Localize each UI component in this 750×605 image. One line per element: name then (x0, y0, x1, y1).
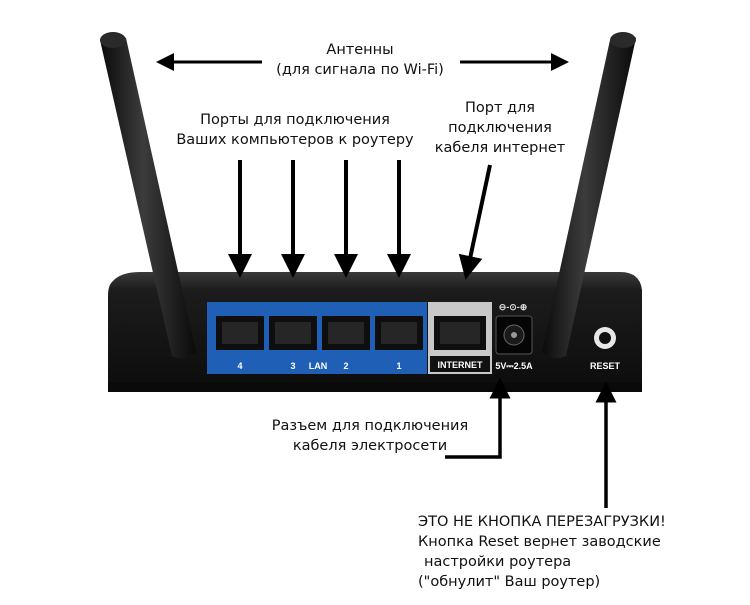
antennas-line1: Антенны (326, 42, 394, 58)
lan-ports-line1: Порты для подключения (200, 112, 390, 128)
antennas-line2: (для сигнала по Wi-Fi) (276, 62, 444, 78)
internet-arrow (458, 164, 492, 280)
power-arrow (445, 377, 511, 459)
power-jack-annotation: Разъем для подключения кабеля электросет… (255, 416, 485, 456)
power-jack-line2: кабеля электросети (292, 438, 448, 454)
lan-port-1[interactable] (375, 316, 423, 350)
lan-panel: 4 3 LAN 2 1 (207, 302, 427, 374)
svg-text:⊖-⊙-⊕: ⊖-⊙-⊕ (499, 302, 528, 312)
reset-label: RESET (590, 361, 621, 371)
internet-port-annotation: Порт для подключения кабеля интернет (425, 98, 575, 158)
power-jack-line1: Разъем для подключения (271, 418, 469, 434)
reset-line3: настройки роутера (424, 554, 572, 570)
reset-line1: ЭТО НЕ КНОПКА ПЕРЕЗАГРУЗКИ! (418, 514, 666, 530)
power-jack[interactable]: ⊖-⊙-⊕ 5V⎓2.5A (495, 302, 533, 371)
internet-label: INTERNET (438, 360, 484, 370)
antennas-annotation: Антенны (для сигнала по Wi-Fi) (250, 40, 470, 80)
internet-panel: INTERNET (428, 302, 492, 374)
internet-port[interactable] (434, 316, 486, 350)
port-number-1: 1 (396, 361, 401, 371)
reset-button[interactable]: RESET (590, 327, 621, 371)
reset-line4: ("обнулит" Ваш роутер) (418, 574, 601, 590)
power-label: 5V⎓2.5A (495, 361, 533, 371)
port-number-4: 4 (237, 361, 242, 371)
lan-port-3[interactable] (269, 316, 317, 350)
lan-ports-annotation: Порты для подключения Ваших компьютеров … (165, 110, 425, 150)
lan-label: LAN (309, 361, 328, 371)
right-antenna (542, 32, 636, 359)
port-number-2: 2 (343, 361, 348, 371)
reset-line2: Кнопка Reset вернет заводские (418, 534, 661, 550)
port-number-3: 3 (290, 361, 295, 371)
lan-ports-line2: Ваших компьютеров к роутеру (176, 132, 414, 148)
internet-port-line3: кабеля интернет (434, 140, 566, 156)
reset-annotation: ЭТО НЕ КНОПКА ПЕРЕЗАГРУЗКИ! Кнопка Reset… (418, 512, 738, 592)
lan-port-2[interactable] (322, 316, 370, 350)
left-antenna (100, 32, 196, 359)
lan-arrows (228, 160, 411, 278)
internet-port-line1: Порт для (464, 100, 536, 116)
lan-port-4[interactable] (216, 316, 264, 350)
internet-port-line2: подключения (448, 120, 552, 136)
